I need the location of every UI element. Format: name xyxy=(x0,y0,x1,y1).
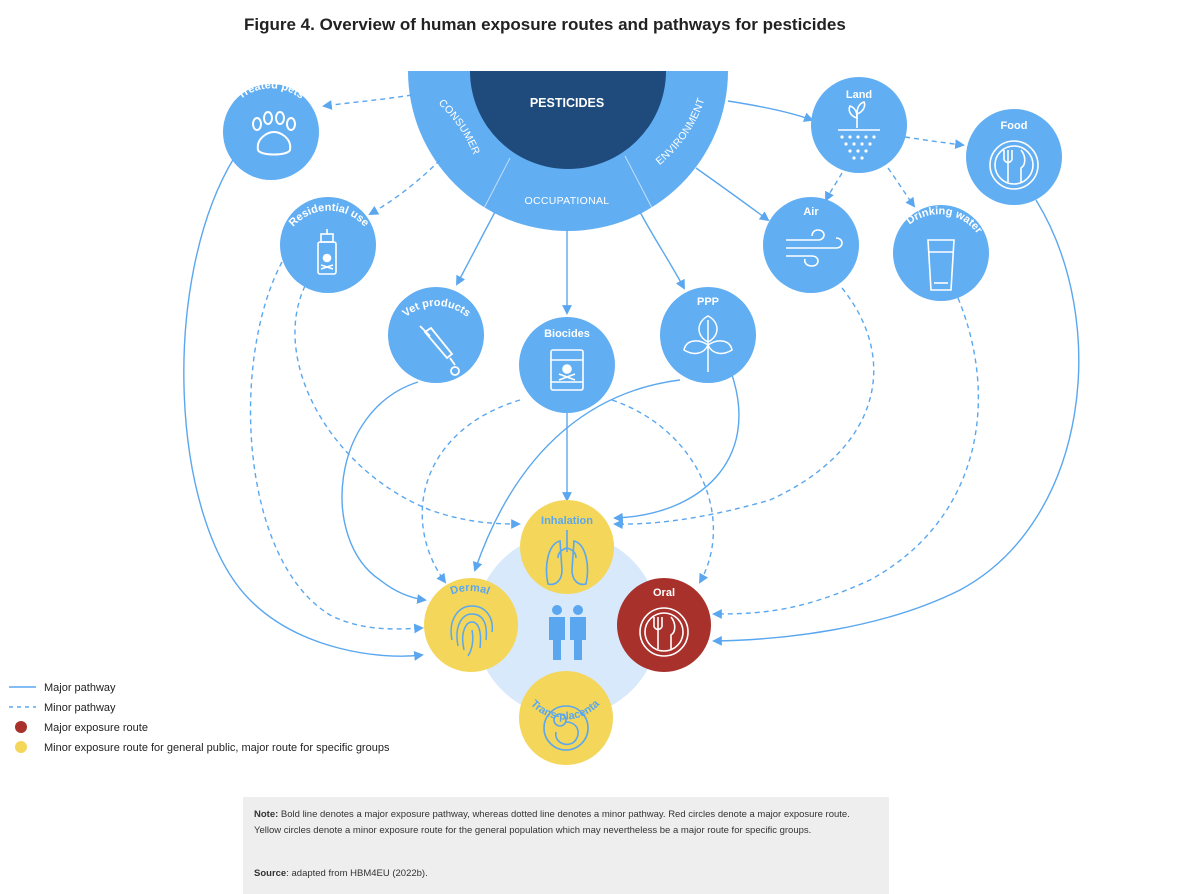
arrow-hub-ppp xyxy=(639,211,685,290)
note-box xyxy=(243,797,889,894)
arrow-biocides-oral xyxy=(611,399,715,584)
glass-icon xyxy=(927,239,955,291)
arrow-hub-residential xyxy=(368,159,441,215)
node-vet-products: Vet products xyxy=(388,287,484,383)
pathway-arrows xyxy=(183,94,1080,661)
arrow-residential-inhalation xyxy=(294,285,521,529)
leaves-icon xyxy=(683,315,733,372)
source-line: Source: adapted from HBM4EU (2022b). xyxy=(254,868,428,879)
svg-text:Land: Land xyxy=(846,89,872,101)
arrow-ppp-inhalation xyxy=(613,374,740,523)
arrow-land-food xyxy=(904,136,965,150)
route-oral: Oral xyxy=(617,578,711,672)
svg-text:Air: Air xyxy=(803,206,819,218)
plate-cutlery-icon xyxy=(639,607,689,657)
hub-core xyxy=(470,71,666,169)
node-treated-pets: Treated pets xyxy=(223,79,319,180)
arrow-biocides-dermal xyxy=(421,399,521,584)
arrow-land-air xyxy=(825,172,843,202)
wind-icon xyxy=(786,229,843,267)
route-inhalation: Inhalation xyxy=(520,500,614,594)
people-icon xyxy=(549,605,586,660)
figure-title: Figure 4. Overview of human exposure rou… xyxy=(244,15,846,34)
dropper-icon xyxy=(419,325,460,376)
plate-icon xyxy=(989,140,1039,190)
node-land: Land xyxy=(811,77,907,173)
svg-text:PPP: PPP xyxy=(697,296,719,308)
arrow-hub-treated-pets xyxy=(322,94,413,110)
fetus-icon xyxy=(543,705,589,751)
hub-segment-occupational: OCCUPATIONAL xyxy=(525,195,610,207)
source-label: Source xyxy=(254,868,287,879)
fingerprint-icon xyxy=(450,605,494,657)
legend-major-pathway: Major pathway xyxy=(44,682,116,694)
svg-text:Oral: Oral xyxy=(653,587,675,599)
svg-text:Inhalation: Inhalation xyxy=(541,515,593,527)
hub-core-label: PESTICIDES xyxy=(530,96,604,110)
svg-text:Food: Food xyxy=(1001,120,1028,132)
legend-yellow-dot xyxy=(15,741,27,753)
human-halo xyxy=(475,533,659,717)
note-body: Bold line denotes a major exposure pathw… xyxy=(254,809,850,836)
arrow-air-inhalation xyxy=(613,287,875,530)
arrow-vet-dermal xyxy=(341,381,427,604)
legend-red-dot xyxy=(15,721,27,733)
node-drinking-water: Drinking water xyxy=(893,205,989,301)
source-body: : adapted from HBM4EU (2022b). xyxy=(286,868,428,879)
legend-major-route: Major exposure route xyxy=(44,722,148,734)
spray-can-icon xyxy=(317,229,337,275)
sprout-soil-icon xyxy=(838,101,880,131)
node-air: Air xyxy=(763,197,859,293)
note-label: Note: xyxy=(254,809,279,820)
svg-text:Biocides: Biocides xyxy=(544,328,590,340)
pesticides-hub: PESTICIDES CONSUMER OCCUPATIONAL ENVIRON… xyxy=(408,71,728,231)
node-ppp: PPP xyxy=(660,287,756,383)
legend-minor-pathway: Minor pathway xyxy=(44,702,116,714)
node-biocides: Biocides xyxy=(519,317,615,413)
legend-minor-route: Minor exposure route for general public,… xyxy=(44,742,390,754)
arrow-hub-air xyxy=(695,167,770,222)
arrow-drinking-oral xyxy=(712,297,980,619)
note-paragraph: Note: Bold line denotes a major exposure… xyxy=(254,807,879,839)
node-food: Food xyxy=(966,109,1062,205)
arrow-hub-vet xyxy=(456,211,496,286)
soil-dots xyxy=(840,135,876,160)
arrow-pets-dermal xyxy=(183,157,424,661)
lungs-icon xyxy=(545,530,589,586)
route-trans-placenta: Trans-placenta xyxy=(519,671,613,765)
arrow-land-drinking xyxy=(887,167,916,208)
arrow-residential-dermal xyxy=(249,261,424,634)
route-dermal: Dermal xyxy=(424,578,518,672)
barrel-icon xyxy=(550,349,584,391)
arrow-ppp-dermal xyxy=(472,379,681,572)
paw-icon xyxy=(252,111,296,156)
arrow-hub-land xyxy=(727,100,814,122)
arrow-food-oral xyxy=(712,199,1080,646)
legend: Major pathway Minor pathway Major exposu… xyxy=(9,682,390,754)
node-residential-use: Residential use xyxy=(280,197,376,293)
